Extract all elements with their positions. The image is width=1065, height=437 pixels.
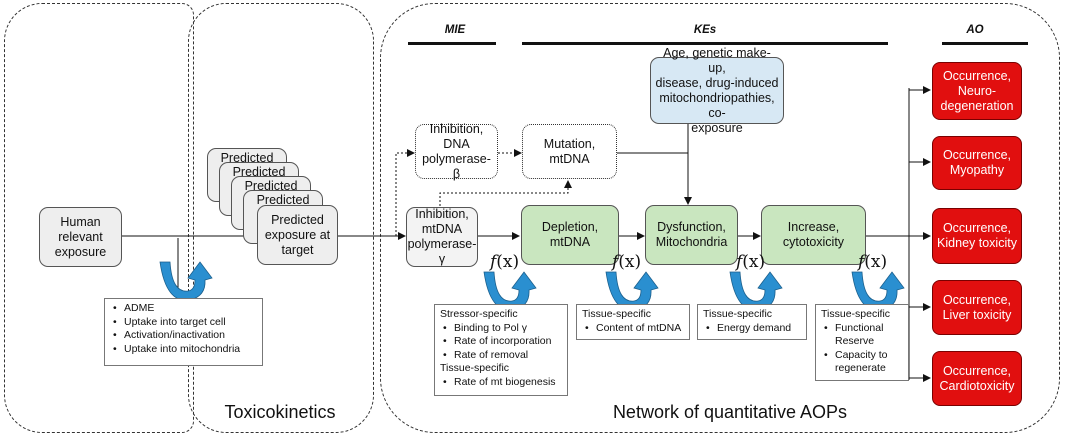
tissue-item: Energy demand	[706, 322, 801, 336]
ao-header: AO	[966, 24, 984, 36]
tissue-item: Functional Reserve	[824, 322, 903, 349]
tissue-note-energy: Tissue-specific Energy demand	[697, 304, 807, 340]
exposure-panel	[4, 3, 194, 433]
ao-bar	[942, 42, 1028, 45]
mutation-mtdna-node: Mutation, mtDNA	[522, 124, 617, 179]
tissue-item: Content of mtDNA	[585, 322, 684, 336]
fx-label-1: f(x)	[490, 252, 520, 272]
tissue-title: Tissue-specific	[440, 362, 510, 374]
human-exposure-node: Human relevant exposure	[39, 207, 122, 267]
fx-label-2: f(x)	[612, 252, 642, 272]
tissue-title: Tissue-specific	[821, 308, 891, 320]
depletion-mtdna-node: Depletion, mtDNA	[521, 205, 619, 265]
adme-item: Uptake into target cell	[113, 316, 257, 330]
kes-bar	[522, 42, 888, 45]
dysfunction-mitochondria-node: Dysfunction, Mitochondria	[645, 205, 738, 265]
factors-node: Age, genetic make-up, disease, drug-indu…	[650, 46, 784, 135]
stressor-note: Stressor-specific Binding to Pol γ Rate …	[434, 304, 568, 396]
fx-label-4: f(x)	[858, 252, 888, 272]
stressor-item: Binding to Pol γ	[443, 322, 562, 336]
kes-header: KEs	[693, 24, 717, 36]
predicted-exposure-node: Predicted exposure at target	[257, 205, 338, 265]
network-panel	[380, 3, 1060, 433]
mie-header: MIE	[444, 24, 466, 36]
stressor-item: Rate of incorporation	[443, 335, 562, 349]
outcome-neurodegeneration: Occurrence, Neuro- degeneration	[932, 62, 1022, 120]
stressor-item: Rate of mt biogenesis	[443, 376, 562, 390]
network-label: Network of quantitative AOPs	[612, 402, 848, 422]
stressor-title: Stressor-specific	[440, 308, 518, 320]
stressor-item: Rate of removal	[443, 349, 562, 363]
adme-item: Uptake into mitochondria	[113, 343, 257, 357]
tissue-title: Tissue-specific	[703, 308, 773, 320]
toxicokinetics-label: Toxicokinetics	[224, 402, 336, 422]
tissue-title: Tissue-specific	[582, 308, 652, 320]
outcome-myopathy: Occurrence, Myopathy	[932, 136, 1022, 190]
inhibition-mtdna-pol-gamma-node: Inhibition, mtDNA polymerase-γ	[406, 207, 478, 267]
adme-item: ADME	[113, 302, 257, 316]
outcome-cardiotoxicity: Occurrence, Cardiotoxicity	[932, 351, 1022, 406]
adme-item: Activation/inactivation	[113, 329, 257, 343]
tissue-note-mtdna: Tissue-specific Content of mtDNA	[576, 304, 690, 340]
mie-bar	[408, 42, 496, 45]
tissue-note-reserve: Tissue-specific Functional Reserve Capac…	[815, 304, 909, 381]
toxicokinetics-panel	[188, 3, 374, 433]
inhibition-dna-pol-beta-node: Inhibition, DNA polymerase-β	[415, 122, 498, 181]
tissue-item: Capacity to regenerate	[824, 349, 903, 376]
adme-note: ADME Uptake into target cell Activation/…	[104, 298, 263, 366]
increase-cytotoxicity-node: Increase, cytotoxicity	[761, 205, 866, 265]
fx-label-3: f(x)	[736, 252, 766, 272]
outcome-kidney-toxicity: Occurrence, Kidney toxicity	[932, 208, 1022, 264]
outcome-liver-toxicity: Occurrence, Liver toxicity	[932, 280, 1022, 335]
